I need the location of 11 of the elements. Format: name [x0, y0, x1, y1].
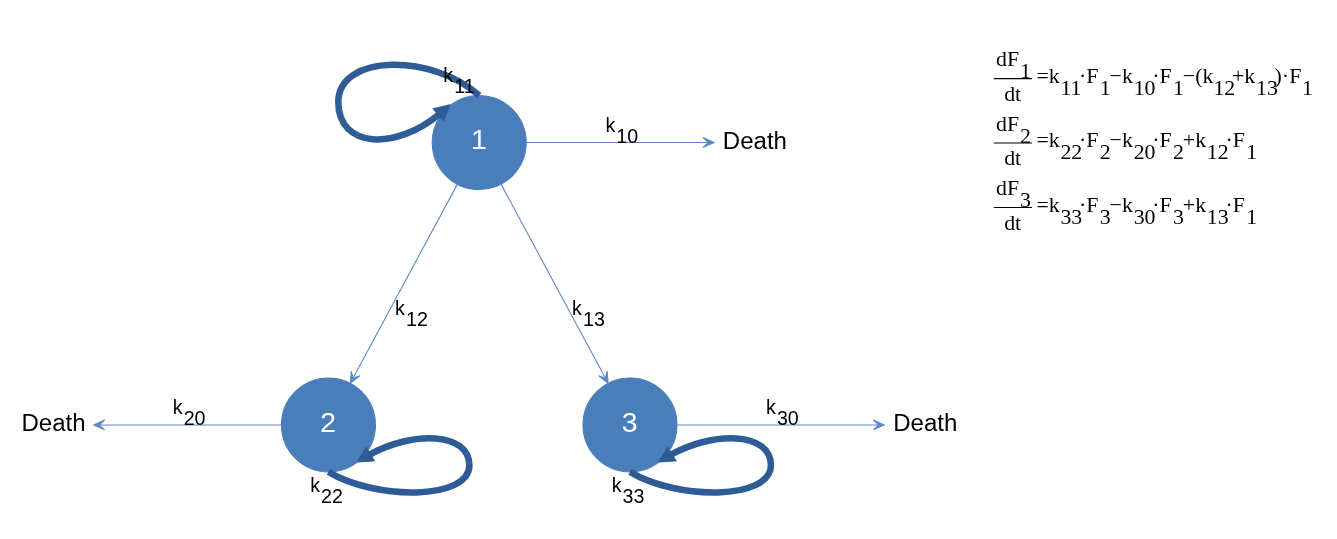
- arrow: [93, 419, 282, 430]
- node-text: Death: [722, 126, 787, 154]
- label: dt: [1004, 81, 1022, 106]
- node-text: Death: [893, 408, 958, 436]
- node-text: Death: [21, 408, 86, 436]
- arrow: [349, 183, 458, 384]
- arrow: [500, 183, 609, 384]
- label: dt: [1004, 210, 1022, 235]
- label: dt: [1004, 145, 1022, 170]
- arrow: [525, 136, 715, 148]
- arrow: [676, 419, 885, 430]
